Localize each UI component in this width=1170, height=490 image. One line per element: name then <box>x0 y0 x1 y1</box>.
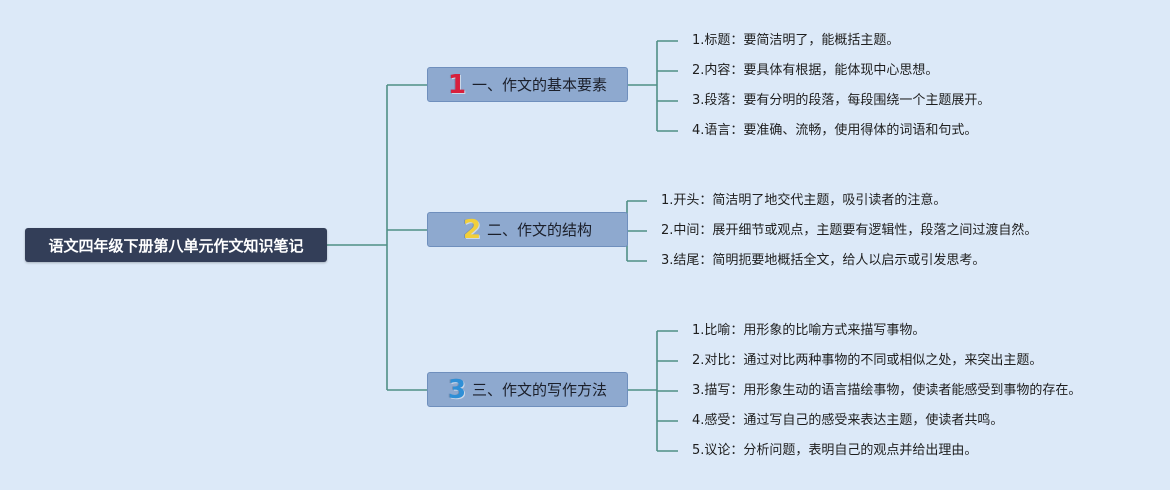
leaf-item[interactable]: 2.对比：通过对比两种事物的不同或相似之处，来突出主题。 <box>692 353 1043 368</box>
branch-writing-methods[interactable]: 3 三、作文的写作方法 <box>427 372 628 407</box>
branch-label: 一、作文的基本要素 <box>472 76 608 94</box>
leaf-item[interactable]: 3.描写：用形象生动的语言描绘事物，使读者能感受到事物的存在。 <box>692 383 1082 398</box>
branch-label: 三、作文的写作方法 <box>472 381 608 399</box>
number-1-icon: 1 <box>447 69 467 100</box>
leaf-item[interactable]: 1.标题：要简洁明了，能概括主题。 <box>692 33 900 48</box>
branch-structure[interactable]: 2 二、作文的结构 <box>427 212 628 247</box>
leaf-item[interactable]: 4.语言：要准确、流畅，使用得体的词语和句式。 <box>692 123 978 138</box>
root-node[interactable]: 语文四年级下册第八单元作文知识笔记 <box>25 228 327 262</box>
leaf-item[interactable]: 2.内容：要具体有根据，能体现中心思想。 <box>692 63 939 78</box>
leaf-item[interactable]: 2.中间：展开细节或观点，主题要有逻辑性，段落之间过渡自然。 <box>661 223 1038 238</box>
root-label: 语文四年级下册第八单元作文知识笔记 <box>48 236 304 255</box>
leaf-item[interactable]: 3.结尾：简明扼要地概括全文，给人以启示或引发思考。 <box>661 253 986 268</box>
leaf-item[interactable]: 3.段落：要有分明的段落，每段围绕一个主题展开。 <box>692 93 991 108</box>
leaf-item[interactable]: 1.开头：简洁明了地交代主题，吸引读者的注意。 <box>661 193 947 208</box>
leaf-item[interactable]: 1.比喻：用形象的比喻方式来描写事物。 <box>692 323 926 338</box>
number-2-icon: 2 <box>462 214 482 245</box>
number-3-icon: 3 <box>447 374 467 405</box>
leaf-item[interactable]: 4.感受：通过写自己的感受来表达主题，使读者共鸣。 <box>692 413 1004 428</box>
branch-label: 二、作文的结构 <box>487 221 593 239</box>
branch-basic-elements[interactable]: 1 一、作文的基本要素 <box>427 67 628 102</box>
leaf-item[interactable]: 5.议论：分析问题，表明自己的观点并给出理由。 <box>692 443 978 458</box>
